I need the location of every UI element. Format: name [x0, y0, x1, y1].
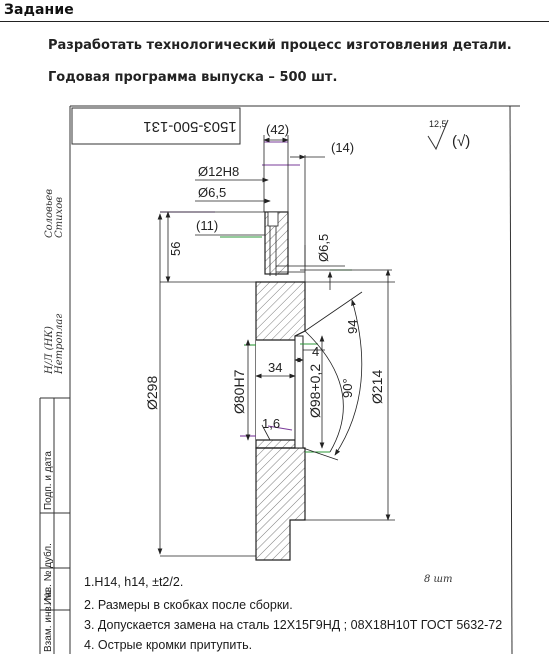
roughness-suffix: (√): [452, 133, 470, 150]
designation-block: 1503-500-131: [71, 107, 241, 145]
dim-depth-11: (11): [196, 218, 218, 233]
dim-dia-214: Ø214: [369, 370, 385, 404]
part-section: [255, 211, 306, 561]
dimension-lines: [157, 135, 395, 557]
margin-label-netroplag: Нетроплаг: [54, 314, 65, 375]
margin-label-vzam: Взам. инв. №: [43, 590, 54, 652]
dim-height-56: 56: [168, 242, 183, 256]
margin-label-solovyev: Соловьев: [44, 189, 55, 238]
note-1: 1.H14, h14, ±t2/2.: [84, 575, 183, 589]
section-title: Задание: [4, 2, 74, 18]
dim-angle-90: 90°: [340, 378, 355, 398]
sheet-frame: [39, 105, 520, 654]
dim-dia-298: Ø298: [144, 376, 160, 410]
dim-chamfer-1-6: 1,6: [262, 416, 280, 431]
task-statement: Разработать технологический процесс изго…: [48, 38, 512, 53]
roughness-value: 12,5: [429, 119, 447, 129]
dim-width-42: (42): [266, 122, 289, 137]
drawing-notes: 1.H14, h14, ±t2/2. 2. Размеры в скобках …: [84, 574, 502, 652]
margin-stamp: Взам. инв. № Инв. № дубл. Подп. и дата Н…: [42, 189, 65, 652]
margin-label-nl: Н/Л (НК): [44, 326, 55, 375]
dimension-labels: (42) (14) Ø12H8 Ø6,5 (11) 56 Ø298 Ø80H7 …: [144, 122, 385, 431]
dim-dia-80h7: Ø80H7: [231, 369, 247, 414]
section-divider: [0, 21, 549, 22]
roughness-symbol: 12,5 (√): [427, 119, 470, 151]
dim-width-14: (14): [331, 140, 354, 155]
handwritten-note: 8 шт: [424, 574, 453, 585]
note-2: 2. Размеры в скобках после сборки.: [84, 598, 293, 612]
margin-label-inv-dubl: Инв. № дубл.: [42, 543, 54, 605]
drawing-designation: 1503-500-131: [143, 118, 236, 135]
dim-len-4: 4: [312, 344, 319, 359]
dim-bore-12h8: Ø12H8: [198, 164, 239, 179]
margin-label-podp: Подп. и дата: [43, 451, 54, 510]
dim-bore-6-5: Ø6,5: [198, 185, 226, 200]
dim-bore-6-5-vertical: Ø6,5: [316, 234, 331, 262]
dim-chord-94: 94: [345, 320, 360, 334]
dim-len-34: 34: [268, 360, 282, 375]
dim-dia-98: Ø98+0,2: [307, 364, 323, 418]
production-program: Годовая программа выпуска – 500 шт.: [48, 70, 338, 85]
note-4: 4. Острые кромки притупить.: [84, 638, 252, 652]
note-3: 3. Допускается замена на сталь 12Х15Г9НД…: [84, 618, 502, 632]
margin-label-stikhov: Стихов: [54, 197, 65, 238]
